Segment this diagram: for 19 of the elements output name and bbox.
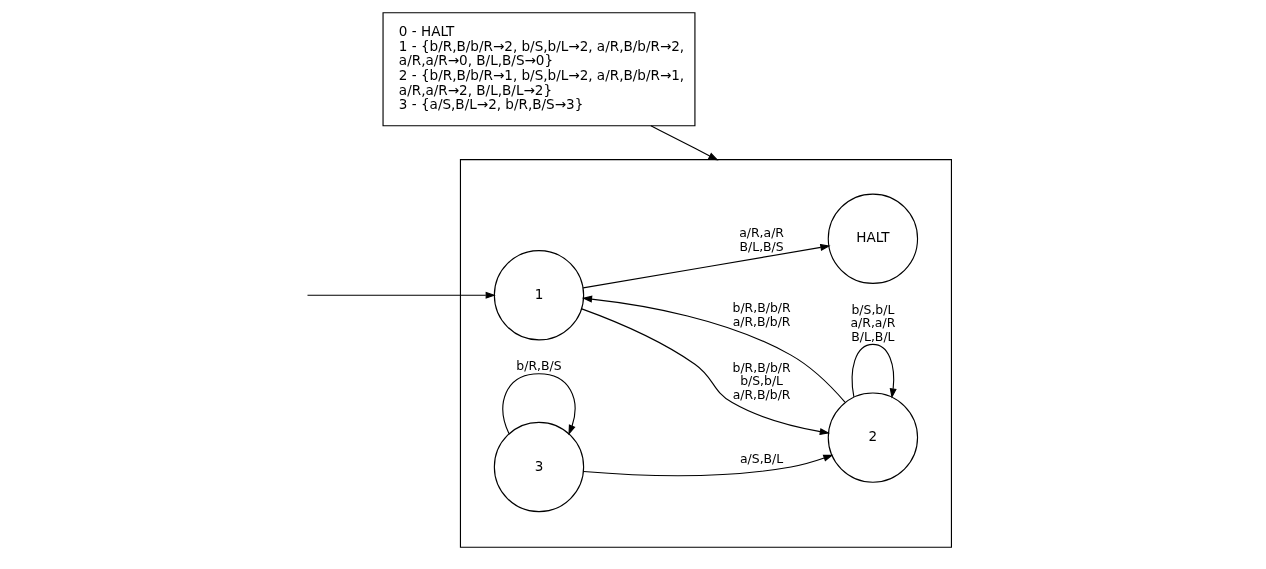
node-box: 0 - HALT 1 - {b/R,B/b/R→2, b/S,b/L→2, a/R,B/b/R→2, a/R,a/R→0, B/L,B/S→0} 2 - {b/R,B/b/R→1, b/S,b/L→2, a/R,B/b/R→1, a/R,a/R→2, B/L,B/L→2} 3 - {a/S,B/L→2, b/R,B/S→3} [381, 12, 695, 127]
arrow [582, 243, 830, 289]
arrow [580, 308, 830, 436]
node-circle: 1 [493, 250, 584, 341]
arrow [649, 125, 719, 161]
arrow [502, 373, 576, 436]
cluster [459, 159, 952, 548]
edge-label: b/R,B/S [515, 358, 562, 374]
edge-label: b/S,b/L a/R,a/R B/L,B/L [850, 301, 895, 344]
node-circle: HALT [827, 193, 918, 284]
edge-label: a/S,B/L [739, 451, 783, 467]
arrow [582, 454, 833, 477]
node-circle: 2 [827, 392, 918, 483]
edge-label: b/R,B/b/R a/R,B/b/R [732, 299, 791, 329]
arrow [851, 343, 897, 399]
edge-label: a/R,a/R B/L,B/S [738, 225, 784, 254]
edge-label: b/R,B/b/R b/S,b/L a/R,B/b/R [732, 359, 791, 402]
arrow [306, 291, 496, 299]
arrow [581, 295, 846, 403]
